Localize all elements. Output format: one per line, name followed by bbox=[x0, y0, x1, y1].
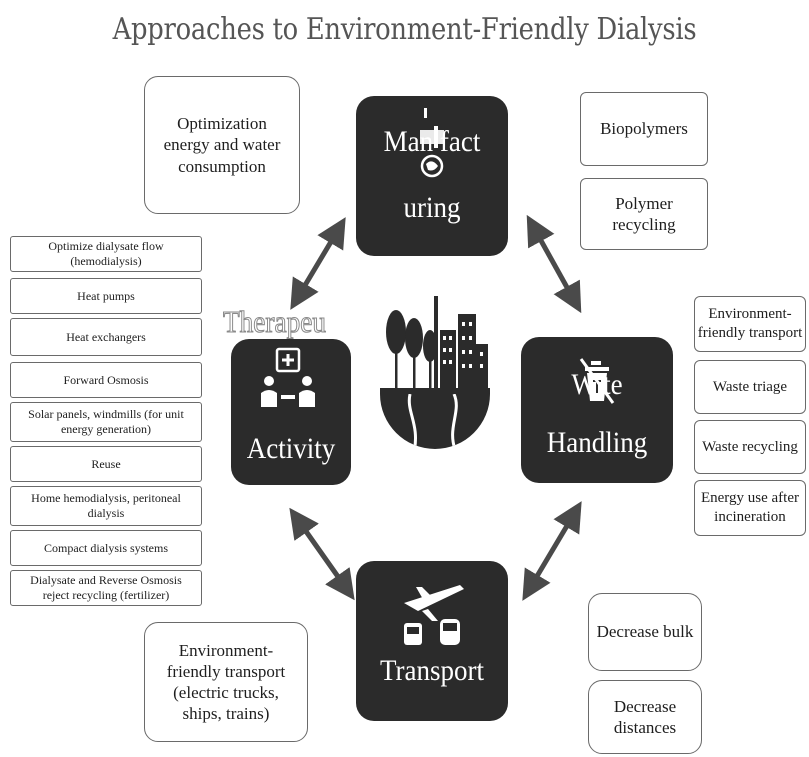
therapy-box-forward-osmosis: Forward Osmosis bbox=[10, 362, 202, 398]
waste-box-transport: Environment-friendly transport bbox=[694, 296, 806, 352]
therapy-box-heat-exchangers: Heat exchangers bbox=[10, 318, 202, 356]
plane-bus-train-icon bbox=[404, 585, 464, 645]
waste-box-incineration: Energy use after incineration bbox=[694, 480, 806, 536]
therapy-box-home-hemodialysis: Home hemodialysis, peritoneal dialysis bbox=[10, 486, 202, 526]
hub-waste-label-2: Handling bbox=[546, 426, 648, 459]
diagram-title: Approaches to Environment-Friendly Dialy… bbox=[112, 12, 697, 47]
arrow-waste-transport bbox=[522, 501, 582, 601]
therapy-box-compact: Compact dialysis systems bbox=[10, 530, 202, 566]
hub-manufacturing-label-2: uring bbox=[403, 191, 461, 224]
manufacturing-box-biopolymers: Biopolymers bbox=[580, 92, 708, 166]
hub-transport: Transport bbox=[356, 561, 508, 721]
hub-therapeutic-activity: Activity bbox=[231, 339, 351, 485]
waste-box-triage: Waste triage bbox=[694, 360, 806, 414]
city-trees-earth-icon bbox=[380, 296, 490, 449]
transport-box-bulk: Decrease bulk bbox=[588, 593, 702, 671]
arrow-transport-therapy bbox=[289, 507, 355, 601]
hub-transport-label: Transport bbox=[379, 654, 485, 687]
hub-waste-handling: W te Handling bbox=[521, 337, 673, 483]
transport-box-distances: Decrease distances bbox=[588, 680, 702, 754]
hub-therapeutic-label: Activity bbox=[246, 432, 336, 465]
recycle-bin-icon bbox=[579, 358, 615, 404]
arrow-manufacturing-waste bbox=[526, 214, 582, 314]
doctor-patient-icon bbox=[261, 347, 315, 407]
arrow-therapy-manufacturing bbox=[290, 217, 346, 310]
waste-box-recycling: Waste recycling bbox=[694, 420, 806, 474]
therapy-box-solar: Solar panels, windmills (for unit energy… bbox=[10, 402, 202, 442]
manufacturing-box-polymer-recycling: Polymer recycling bbox=[580, 178, 708, 250]
therapy-box-dialysate-flow: Optimize dialysate flow (hemodialysis) bbox=[10, 236, 202, 272]
hub-manufacturing: Man fact uring bbox=[356, 96, 508, 256]
manufacturing-box-optimization: Optimization energy and water consumptio… bbox=[144, 76, 300, 214]
therapy-box-reuse: Reuse bbox=[10, 446, 202, 482]
factory-globe-icon bbox=[420, 108, 444, 178]
therapy-box-reject-recycling: Dialysate and Reverse Osmosis reject rec… bbox=[10, 570, 202, 606]
therapy-box-heat-pumps: Heat pumps bbox=[10, 278, 202, 314]
transport-box-electric: Environment-friendly transport (electric… bbox=[144, 622, 308, 742]
